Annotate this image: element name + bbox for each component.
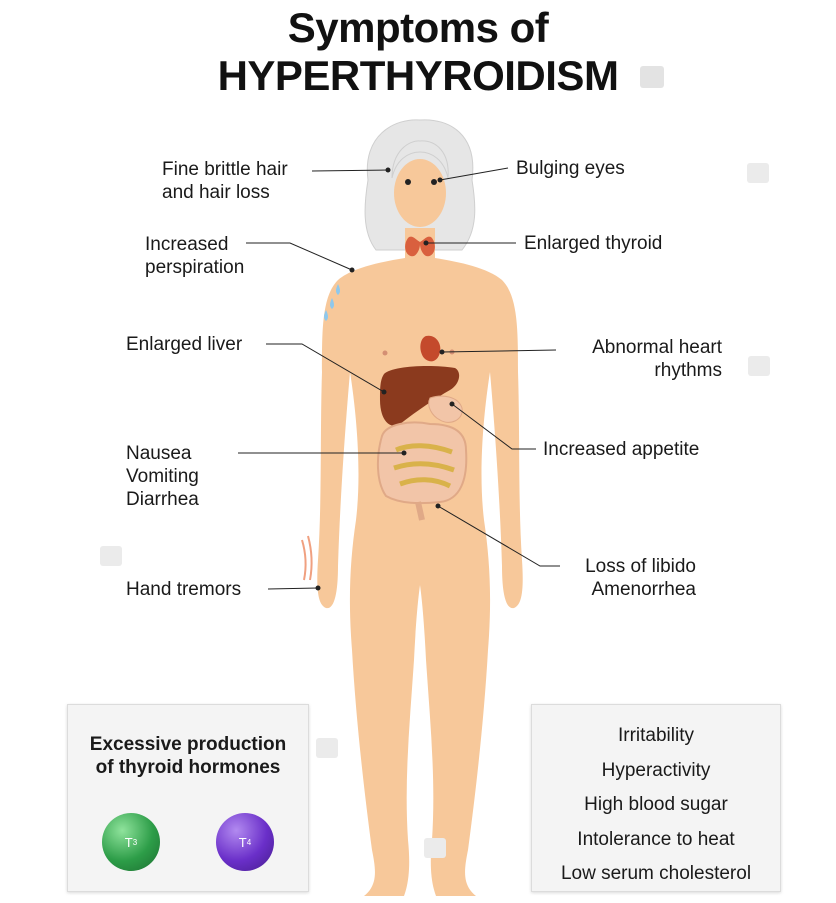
additional-symptoms-box: Irritability Hyperactivity High blood su… bbox=[531, 704, 781, 892]
label-hair: Fine brittle hair and hair loss bbox=[162, 158, 288, 204]
label-appetite: Increased appetite bbox=[543, 438, 699, 461]
watermark-icon bbox=[748, 356, 770, 376]
leader-line-perspiration bbox=[246, 243, 352, 270]
label-heart: Abnormal heart rhythms bbox=[566, 336, 722, 382]
right-eye bbox=[431, 179, 437, 185]
label-thyroid: Enlarged thyroid bbox=[524, 232, 662, 255]
head bbox=[394, 159, 446, 227]
hormone-production-box: Excessive production of thyroid hormones… bbox=[67, 704, 309, 892]
label-nausea: Nausea Vomiting Diarrhea bbox=[126, 442, 199, 511]
symptom-item: Intolerance to heat bbox=[532, 823, 780, 858]
t4-sub: 4 bbox=[247, 838, 251, 847]
body-silhouette bbox=[317, 228, 522, 896]
watermark-icon bbox=[100, 546, 122, 566]
label-liver: Enlarged liver bbox=[126, 333, 242, 356]
symptom-item: Hyperactivity bbox=[532, 754, 780, 789]
hormone-box-heading: Excessive production of thyroid hormones bbox=[68, 733, 308, 779]
t3-sub: 3 bbox=[133, 838, 137, 847]
symptom-item: Irritability bbox=[532, 719, 780, 754]
watermark-icon bbox=[424, 838, 446, 858]
label-libido: Loss of libido Amenorrhea bbox=[560, 555, 696, 601]
t3-base: T bbox=[125, 835, 133, 850]
label-tremors: Hand tremors bbox=[126, 578, 241, 601]
left-eye bbox=[405, 179, 411, 185]
leader-line-tremors bbox=[268, 588, 318, 589]
symptom-item: Low serum cholesterol bbox=[532, 857, 780, 892]
label-perspiration: Increased perspiration bbox=[145, 233, 244, 279]
symptom-item: High blood sugar bbox=[532, 788, 780, 823]
symptom-list: Irritability Hyperactivity High blood su… bbox=[532, 719, 780, 892]
watermark-icon bbox=[316, 738, 338, 758]
t4-base: T bbox=[239, 835, 247, 850]
label-eyes: Bulging eyes bbox=[516, 157, 625, 180]
watermark-icon bbox=[747, 163, 769, 183]
